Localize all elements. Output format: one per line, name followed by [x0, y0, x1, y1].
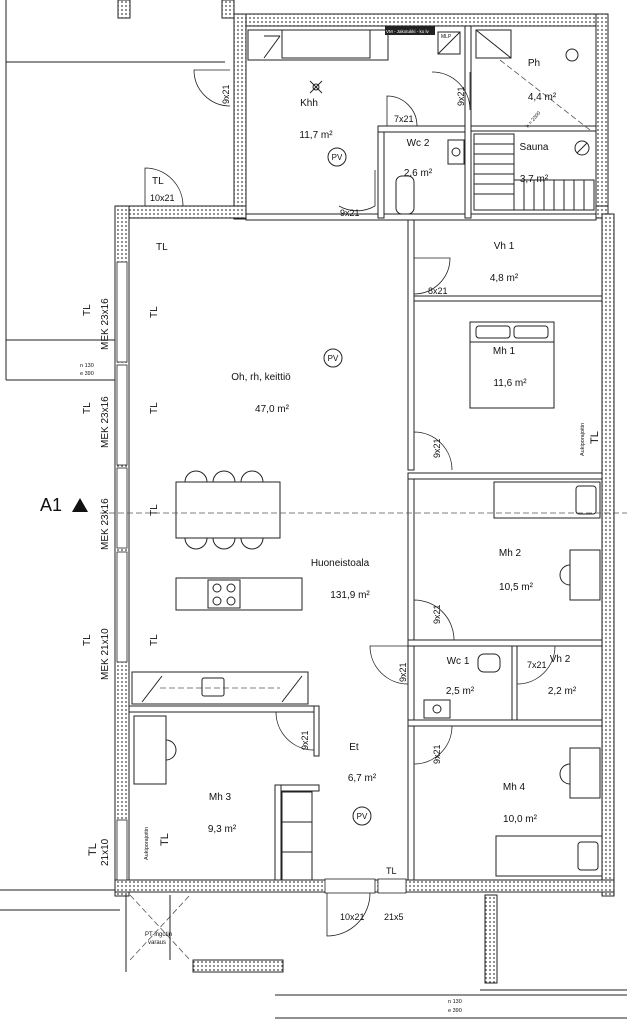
section-arrow-icon [72, 498, 88, 512]
doors [144, 69, 556, 937]
tl-label: TL [149, 634, 160, 646]
room-name-vh1: Vh 1 [494, 241, 515, 252]
pv-text: PV [357, 812, 368, 821]
pv-marker: PV [327, 147, 347, 167]
tl-label: TL [149, 402, 160, 414]
room-area-et: 6,7 m² [348, 773, 377, 784]
tl-label: TL [589, 431, 601, 444]
total-area-value: 131,9 m² [330, 590, 370, 601]
room-area-vh1: 4,8 m² [490, 273, 519, 284]
level-note: n 130 [448, 999, 462, 1005]
room-area-mh3: 9,3 m² [208, 824, 237, 835]
door-label: 9x21 [340, 208, 360, 218]
pt-note: PT-ingotin [145, 932, 172, 938]
room-area-ph: 4,4 m² [528, 92, 557, 103]
door-label: 8x21 [428, 286, 448, 296]
tl-label: TL [82, 634, 93, 646]
room-area-mh4: 10,0 m² [503, 814, 538, 825]
window-label: MEK 23x16 [100, 298, 111, 350]
pv-text: PV [328, 354, 339, 363]
door-label: 21x5 [384, 912, 404, 922]
canopy [125, 894, 498, 984]
level-note: e 390 [448, 1008, 462, 1014]
pv-marker: PV [323, 348, 343, 368]
tl-label: TL [149, 306, 160, 318]
pv-marker: PV [0, 0, 2, 1]
door-label: 10x21 [340, 912, 365, 922]
door-label: 9x21 [300, 730, 310, 750]
door-label: 9x21 [432, 744, 442, 764]
window-label: MEK 23x16 [100, 396, 111, 448]
room-name-et: Et [349, 742, 359, 753]
tl-label: TL [87, 843, 99, 856]
level-note: n 130 [80, 363, 94, 369]
fixtures [131, 26, 603, 881]
interior-walls [128, 25, 603, 881]
door-label: 10x21 [150, 193, 175, 203]
room-name-mh1: Mh 1 [493, 346, 516, 357]
door-label: 9x21 [398, 662, 408, 682]
room-name-mh2: Mh 2 [499, 548, 522, 559]
pv-text: PV [332, 153, 343, 162]
window-label: 21x10 [100, 838, 111, 866]
room-area-vh2: 2,2 m² [548, 686, 577, 697]
vent-box-note: VM - Jakotukki - ko lv [386, 29, 430, 34]
tl-label: TL [159, 833, 171, 846]
tl-label: TL [82, 304, 93, 316]
room-name-sauna: Sauna [520, 142, 549, 153]
wall-stub [117, 0, 131, 19]
pt-note: varaus [148, 940, 166, 946]
total-area-label: Huoneistoala [311, 558, 370, 569]
exterior-walls [114, 13, 615, 897]
wall-stub [221, 0, 235, 19]
room-name-khh: Khh [300, 98, 318, 109]
room-name-wc2: Wc 2 [407, 138, 430, 149]
room-area-mh1: 11,6 m² [493, 378, 527, 389]
door-label: 9x21 [432, 604, 442, 624]
tl-label: TL [149, 504, 160, 516]
section-marker: A1 [40, 495, 62, 515]
pv-marker: PV [352, 806, 372, 826]
aukiporajoitin-note: Aukiporajoitin [580, 423, 586, 456]
tl-label: TL [386, 866, 397, 876]
level-note: e 390 [80, 371, 94, 377]
room-area-living: 47,0 m² [255, 404, 290, 415]
room-name-vh2: Vh 2 [550, 654, 571, 665]
tl-label: TL [156, 242, 168, 253]
room-area-khh: 11,7 m² [299, 130, 333, 141]
door-label: 7x21 [394, 114, 414, 124]
aukiporajoitin-note: Aukiporajoitin [144, 827, 150, 860]
room-name-living: Oh, rh, keittiö [231, 372, 291, 383]
room-name-mh4: Mh 4 [503, 782, 526, 793]
door-label: 9x21 [456, 86, 466, 106]
room-name-wc1: Wc 1 [447, 656, 470, 667]
room-name-ph: Ph [528, 58, 540, 69]
door-label: 9x21 [221, 84, 231, 104]
room-area-wc2: 2,6 m² [404, 168, 433, 179]
mlp-note: MLP [441, 34, 452, 40]
room-area-sauna: 3,7 m² [520, 174, 549, 185]
labels: A1 Khh 11,7 m² Ph 4,4 m² Wc 2 2,6 m² Sau… [0, 0, 601, 1014]
room-area-wc1: 2,5 m² [446, 686, 475, 697]
room-name-mh3: Mh 3 [209, 792, 232, 803]
window-label: MEK 23x16 [100, 498, 111, 550]
door-label: 9x21 [432, 438, 442, 458]
room-area-mh2: 10,5 m² [499, 582, 534, 593]
tl-label: TL [82, 402, 93, 414]
door-label: 7x21 [527, 660, 547, 670]
tl-label: TL [152, 176, 164, 187]
window-label: MEK 21x10 [100, 628, 111, 680]
